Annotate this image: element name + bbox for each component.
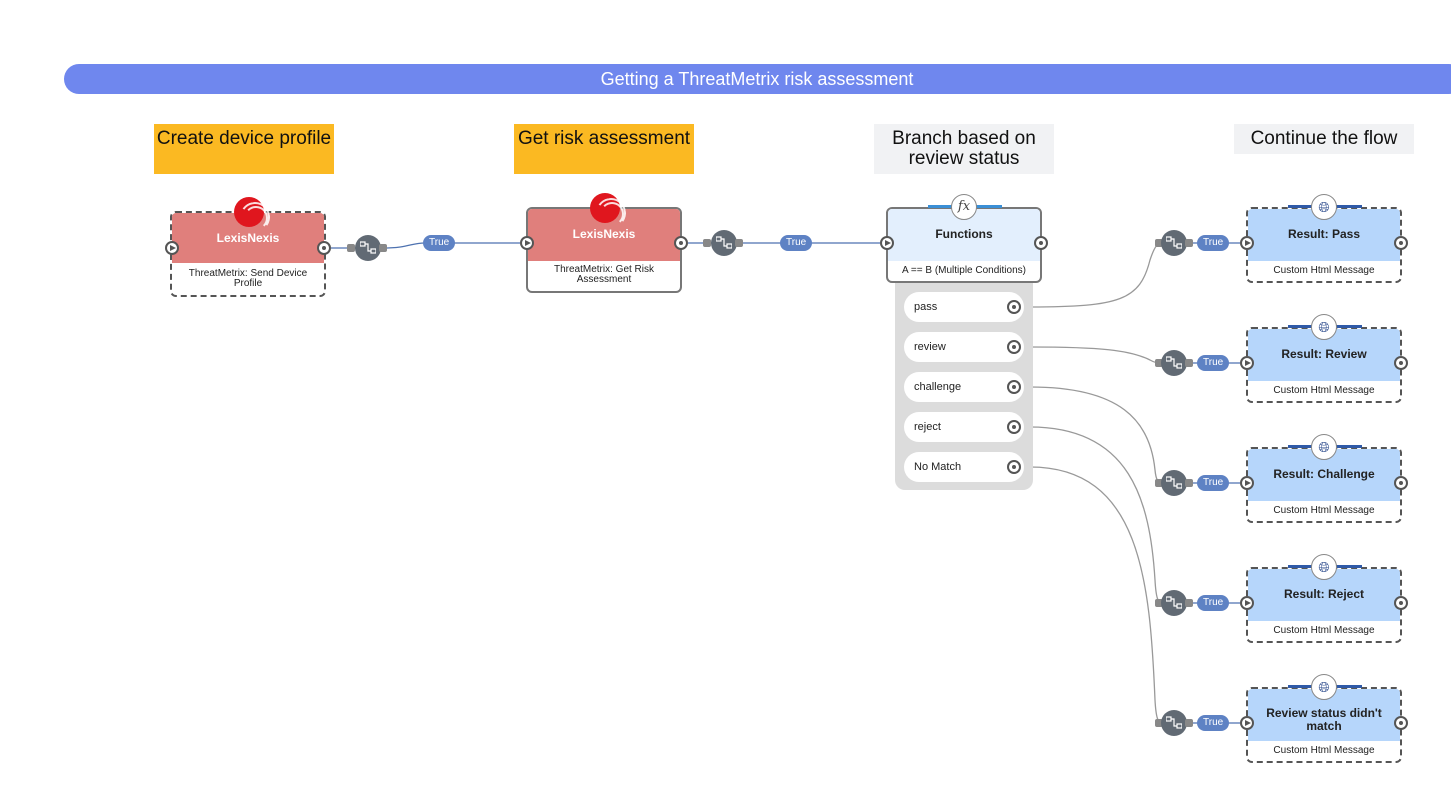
- node-title: Result: Review: [1281, 347, 1367, 361]
- connector-stub: [1185, 239, 1193, 247]
- connector-node-icon[interactable]: [1161, 590, 1187, 616]
- output-port[interactable]: [674, 236, 688, 250]
- output-port[interactable]: [1007, 460, 1021, 474]
- connector-node-icon[interactable]: [1161, 470, 1187, 496]
- node-subtitle: Custom Html Message: [1273, 265, 1375, 276]
- connector-stub: [1185, 599, 1193, 607]
- condition-pass[interactable]: pass: [904, 292, 1024, 322]
- wire-no-match: [1029, 466, 1163, 724]
- condition-review[interactable]: review: [904, 332, 1024, 362]
- node-subtitle: Custom Html Message: [1273, 625, 1375, 636]
- node-title: Result: Pass: [1287, 227, 1361, 241]
- connector-stub: [1155, 599, 1163, 607]
- lexisnexis-logo-icon: [234, 197, 268, 230]
- globe-icon: 🌐︎: [1311, 554, 1337, 580]
- true-label[interactable]: True: [423, 235, 456, 251]
- connector-stub: [1185, 479, 1193, 487]
- connector-stub: [1155, 359, 1163, 367]
- node-subtitle: A == B (Multiple Conditions): [902, 265, 1026, 276]
- lexisnexis-logo-icon: [590, 193, 624, 226]
- output-port[interactable]: [1394, 476, 1408, 490]
- node-title: Result: Challenge: [1273, 467, 1375, 481]
- section-label-create-device-profile: Create device profile: [154, 124, 334, 174]
- input-port[interactable]: [1240, 356, 1254, 370]
- output-port[interactable]: [317, 241, 331, 255]
- true-label[interactable]: True: [1197, 595, 1230, 611]
- connector-stub: [379, 244, 387, 252]
- output-port[interactable]: [1394, 236, 1408, 250]
- input-port[interactable]: [165, 241, 179, 255]
- node-subtitle: ThreatMetrix: Get Risk Assessment: [553, 264, 655, 285]
- wire-pass: [1029, 242, 1163, 308]
- connector-node-icon[interactable]: [1161, 350, 1187, 376]
- section-label-branch: Branch based on review status: [874, 124, 1054, 174]
- connector-stub: [1155, 479, 1163, 487]
- wire-review: [1029, 346, 1163, 364]
- condition-label: review: [914, 341, 946, 353]
- node-brand-label: LexisNexis: [216, 231, 280, 245]
- wire-reject: [1029, 426, 1163, 604]
- output-port[interactable]: [1007, 420, 1021, 434]
- output-port[interactable]: [1007, 300, 1021, 314]
- condition-reject[interactable]: reject: [904, 412, 1024, 442]
- connector-stub: [347, 244, 355, 252]
- input-port[interactable]: [1240, 236, 1254, 250]
- condition-no-match[interactable]: No Match: [904, 452, 1024, 482]
- output-port[interactable]: [1394, 716, 1408, 730]
- connector-node-icon[interactable]: [355, 235, 381, 261]
- node-brand-label: LexisNexis: [572, 227, 636, 241]
- condition-label: challenge: [914, 381, 962, 393]
- output-port[interactable]: [1007, 380, 1021, 394]
- section-label-continue: Continue the flow: [1234, 124, 1414, 154]
- globe-icon: 🌐︎: [1311, 434, 1337, 460]
- node-subtitle: Custom Html Message: [1273, 505, 1375, 516]
- input-port[interactable]: [520, 236, 534, 250]
- conditions-panel: pass review challenge reject No Match: [895, 282, 1033, 490]
- true-label[interactable]: True: [1197, 715, 1230, 731]
- true-label[interactable]: True: [1197, 235, 1230, 251]
- section-label-get-risk-assessment: Get risk assessment: [514, 124, 694, 174]
- node-title: Functions: [935, 227, 993, 241]
- globe-icon: 🌐︎: [1311, 194, 1337, 220]
- condition-challenge[interactable]: challenge: [904, 372, 1024, 402]
- node-title: Result: Reject: [1283, 587, 1365, 601]
- output-port[interactable]: [1007, 340, 1021, 354]
- connector-node-icon[interactable]: [711, 230, 737, 256]
- connector-stub: [1155, 719, 1163, 727]
- true-label[interactable]: True: [780, 235, 813, 251]
- condition-label: reject: [914, 421, 941, 433]
- node-result-no-match[interactable]: Review status didn't match Custom Html M…: [1246, 687, 1402, 763]
- connector-stub: [703, 239, 711, 247]
- globe-icon: 🌐︎: [1311, 314, 1337, 340]
- node-subtitle: ThreatMetrix: Send Device Profile: [188, 268, 308, 289]
- globe-icon: 🌐︎: [1311, 674, 1337, 700]
- output-port[interactable]: [1394, 596, 1408, 610]
- connector-stub: [1155, 239, 1163, 247]
- connector-node-icon[interactable]: [1161, 710, 1187, 736]
- connector-stub: [735, 239, 743, 247]
- fx-icon: fx: [951, 194, 977, 220]
- input-port[interactable]: [880, 236, 894, 250]
- node-title: Review status didn't match: [1266, 706, 1382, 733]
- true-label[interactable]: True: [1197, 475, 1230, 491]
- output-port[interactable]: [1394, 356, 1408, 370]
- connector-node-icon[interactable]: [1161, 230, 1187, 256]
- condition-label: No Match: [914, 461, 962, 473]
- connector-stub: [1185, 359, 1193, 367]
- input-port[interactable]: [1240, 596, 1254, 610]
- node-subtitle: Custom Html Message: [1273, 385, 1375, 396]
- output-port[interactable]: [1034, 236, 1048, 250]
- input-port[interactable]: [1240, 716, 1254, 730]
- connector-stub: [1185, 719, 1193, 727]
- node-subtitle: Custom Html Message: [1273, 745, 1375, 756]
- flow-banner: Getting a ThreatMetrix risk assessment: [64, 64, 1451, 94]
- true-label[interactable]: True: [1197, 355, 1230, 371]
- condition-label: pass: [914, 301, 938, 313]
- input-port[interactable]: [1240, 476, 1254, 490]
